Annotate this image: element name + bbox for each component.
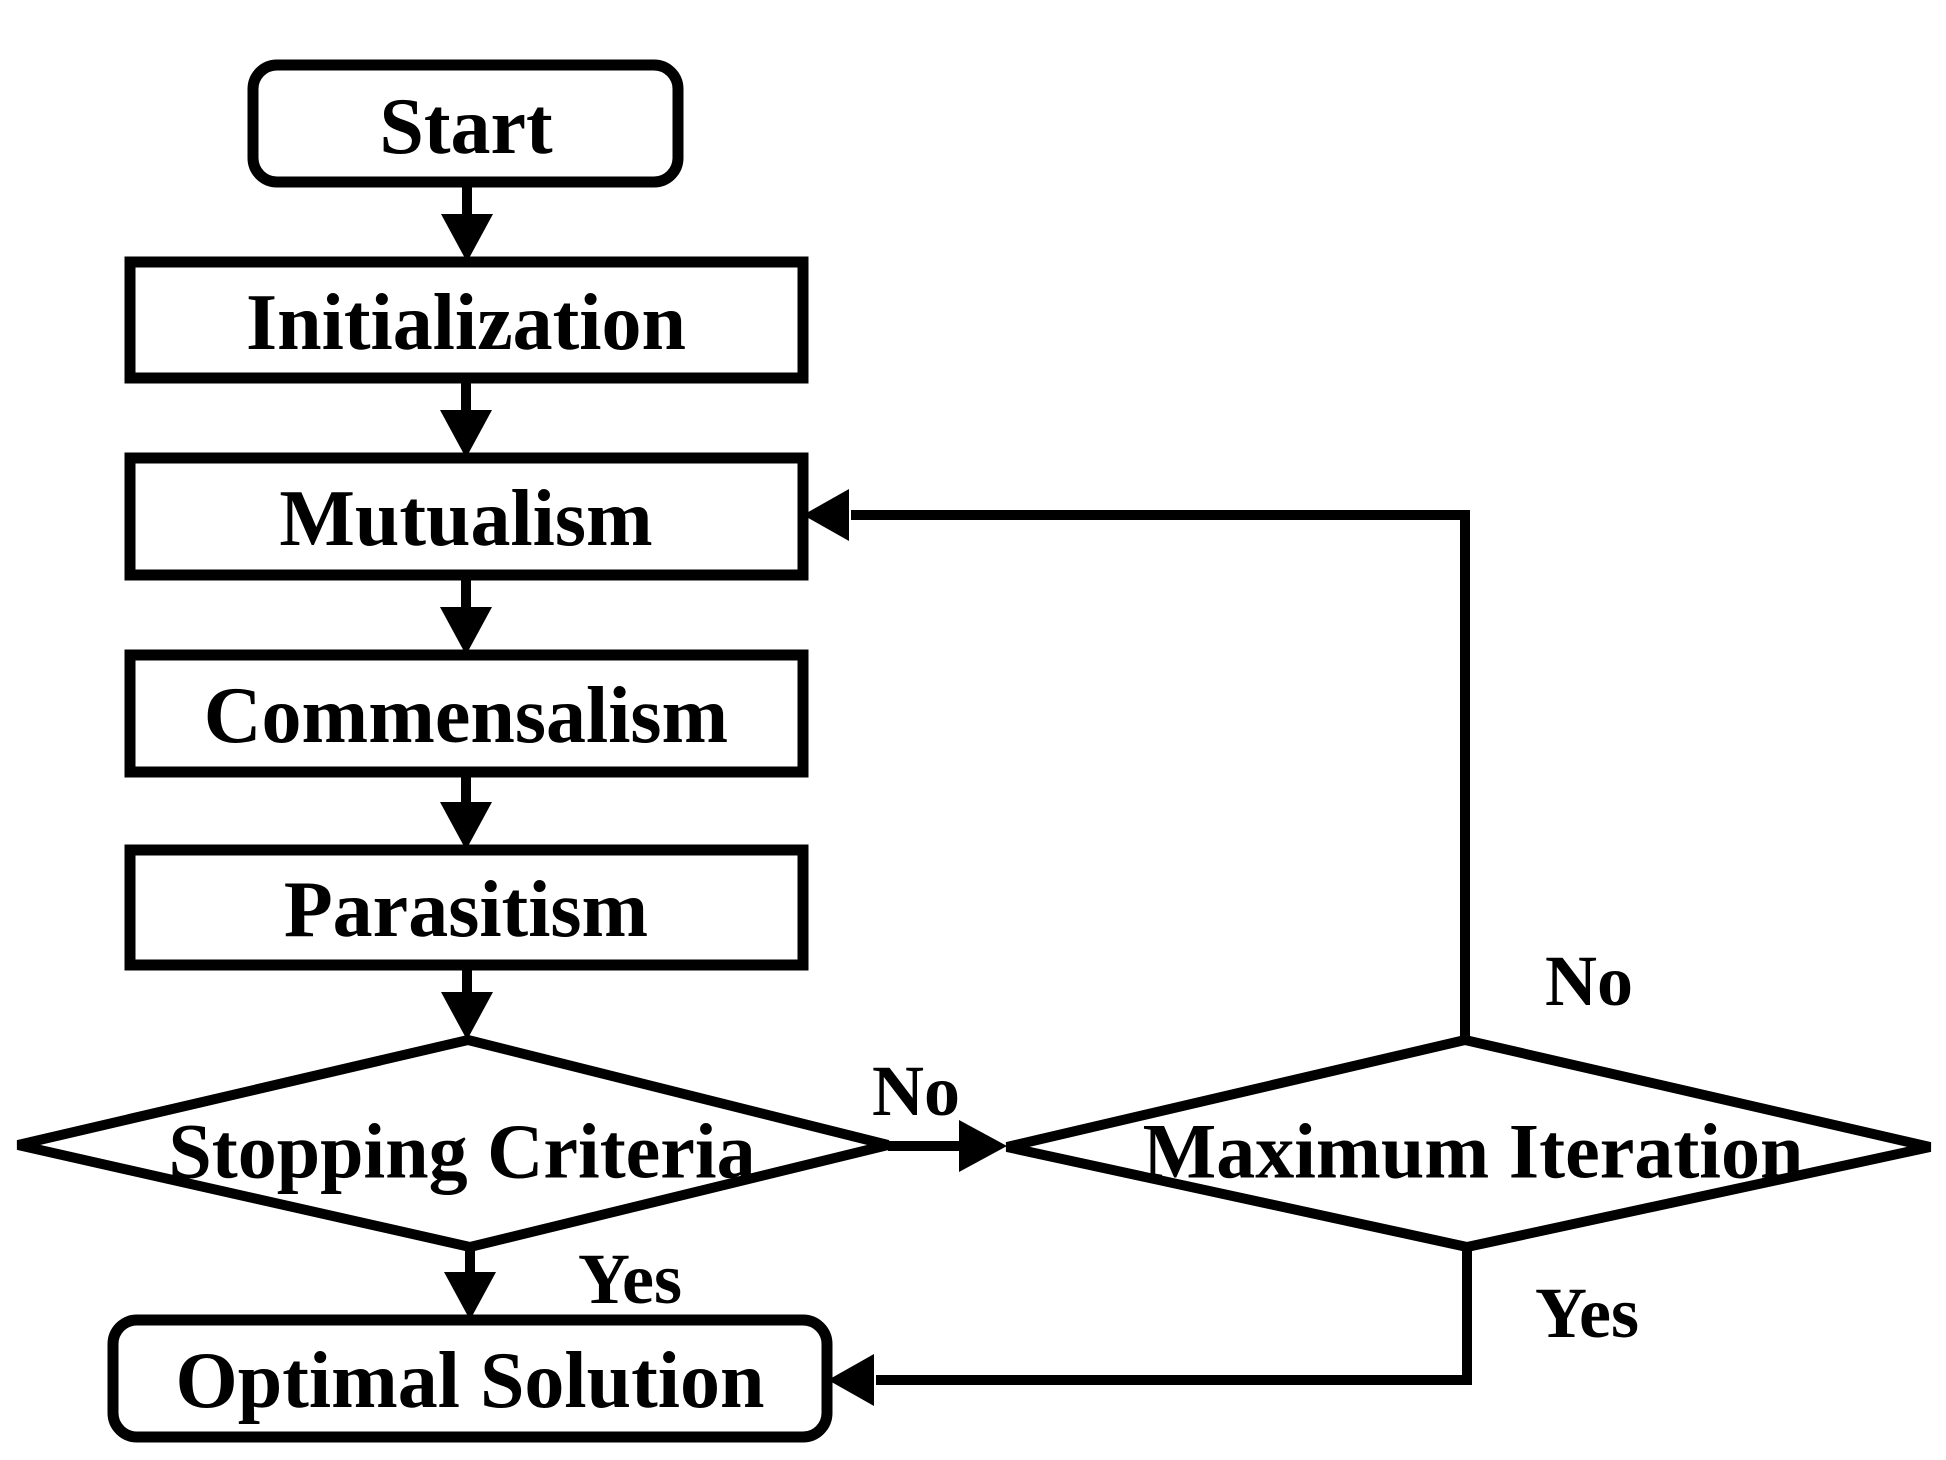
arrowhead-right-icon <box>959 1120 1007 1172</box>
arrowhead-left-icon <box>803 489 849 541</box>
node-commensalism-label: Commensalism <box>204 672 728 760</box>
arrow-stopping-no-to-maximum-iteration <box>888 1120 1007 1172</box>
edge-label-stopping-no: No <box>872 1051 960 1131</box>
node-optimal-solution-label: Optimal Solution <box>175 1337 764 1425</box>
node-initialization: Initialization <box>124 256 809 384</box>
arrowhead-down-icon <box>441 992 493 1040</box>
arrow-maximum-no-loop-to-mutualism <box>803 489 1470 1040</box>
arrow-mutualism-to-commensalism <box>440 575 492 655</box>
edge-label-stopping-yes: Yes <box>578 1239 682 1319</box>
node-parasitism-label: Parasitism <box>284 866 648 954</box>
arrowhead-left-icon <box>828 1354 874 1406</box>
edge-label-maximum-no: No <box>1545 941 1633 1021</box>
node-optimal-solution: Optimal Solution <box>107 1314 833 1443</box>
arrow-start-to-initialization <box>441 182 493 262</box>
edge-label-maximum-yes: Yes <box>1535 1273 1639 1353</box>
node-stopping-criteria-label: Stopping Criteria <box>168 1108 755 1195</box>
node-maximum-iteration-label: Maximum Iteration <box>1143 1108 1804 1195</box>
node-commensalism: Commensalism <box>124 649 809 778</box>
node-parasitism: Parasitism <box>124 844 809 971</box>
arrow-commensalism-to-parasitism <box>440 772 492 850</box>
node-start-label: Start <box>379 83 553 171</box>
arrowhead-down-icon <box>444 1272 496 1320</box>
arrowhead-down-icon <box>440 410 492 458</box>
node-mutualism: Mutualism <box>124 452 809 581</box>
node-maximum-iteration: Maximum Iteration <box>1005 1034 1932 1253</box>
node-mutualism-label: Mutualism <box>279 475 652 563</box>
node-stopping-criteria: Stopping Criteria <box>16 1034 890 1253</box>
arrowhead-down-icon <box>441 214 493 262</box>
arrow-initialization-to-mutualism <box>440 378 492 458</box>
arrow-maximum-yes-to-optimal-solution <box>828 1247 1472 1406</box>
node-initialization-label: Initialization <box>246 279 686 367</box>
node-start: Start <box>247 59 684 188</box>
arrowhead-down-icon <box>440 607 492 655</box>
arrowhead-down-icon <box>440 802 492 850</box>
